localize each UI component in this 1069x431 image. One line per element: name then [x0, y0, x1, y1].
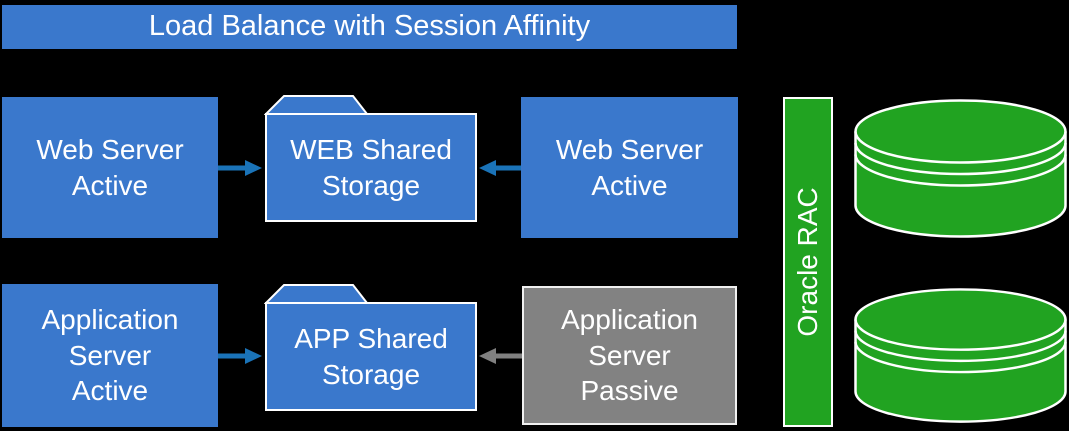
node-app-shared-storage: APP Shared Storage: [264, 283, 478, 412]
node-label: APP Shared Storage: [294, 323, 448, 390]
database-cylinder-top-icon: [853, 98, 1068, 240]
node-label: WEB Shared Storage: [290, 134, 452, 201]
folder-icon: [264, 95, 477, 222]
node-web-shared-storage: WEB Shared Storage: [264, 94, 478, 223]
arrow-left-icon: [479, 348, 523, 364]
load-balancer-banner: Load Balance with Session Affinity: [2, 5, 737, 49]
arrow-right-icon: [218, 160, 262, 176]
oracle-rac-label-wrap: Oracle RAC: [785, 99, 831, 425]
oracle-rac-bar: Oracle RAC: [783, 97, 833, 427]
arrow-web-left-to-web-storage: [217, 159, 263, 177]
arrow-right-icon: [218, 348, 262, 364]
load-balancer-label: Load Balance with Session Affinity: [148, 10, 591, 43]
node-label: Web Server Active: [36, 133, 184, 201]
database-cylinder-bottom-icon: [853, 287, 1068, 425]
node-web-server-active-left: Web Server Active: [2, 97, 218, 238]
node-label: Web Server Active: [555, 133, 704, 201]
node-application-server-active: Application Server Active: [2, 284, 218, 427]
node-label: Application Server Active: [41, 303, 179, 407]
arrow-app-passive-to-app-storage: [478, 347, 524, 365]
arrow-app-left-to-app-storage: [217, 347, 263, 365]
node-label: Application Server Passive: [561, 303, 698, 407]
arrow-left-icon: [479, 160, 523, 176]
node-application-server-passive: Application Server Passive: [522, 286, 737, 425]
node-web-server-active-right: Web Server Active: [521, 97, 738, 238]
folder-icon: [264, 284, 477, 411]
arrow-web-right-to-web-storage: [478, 159, 524, 177]
oracle-rac-label: Oracle RAC: [792, 187, 824, 337]
